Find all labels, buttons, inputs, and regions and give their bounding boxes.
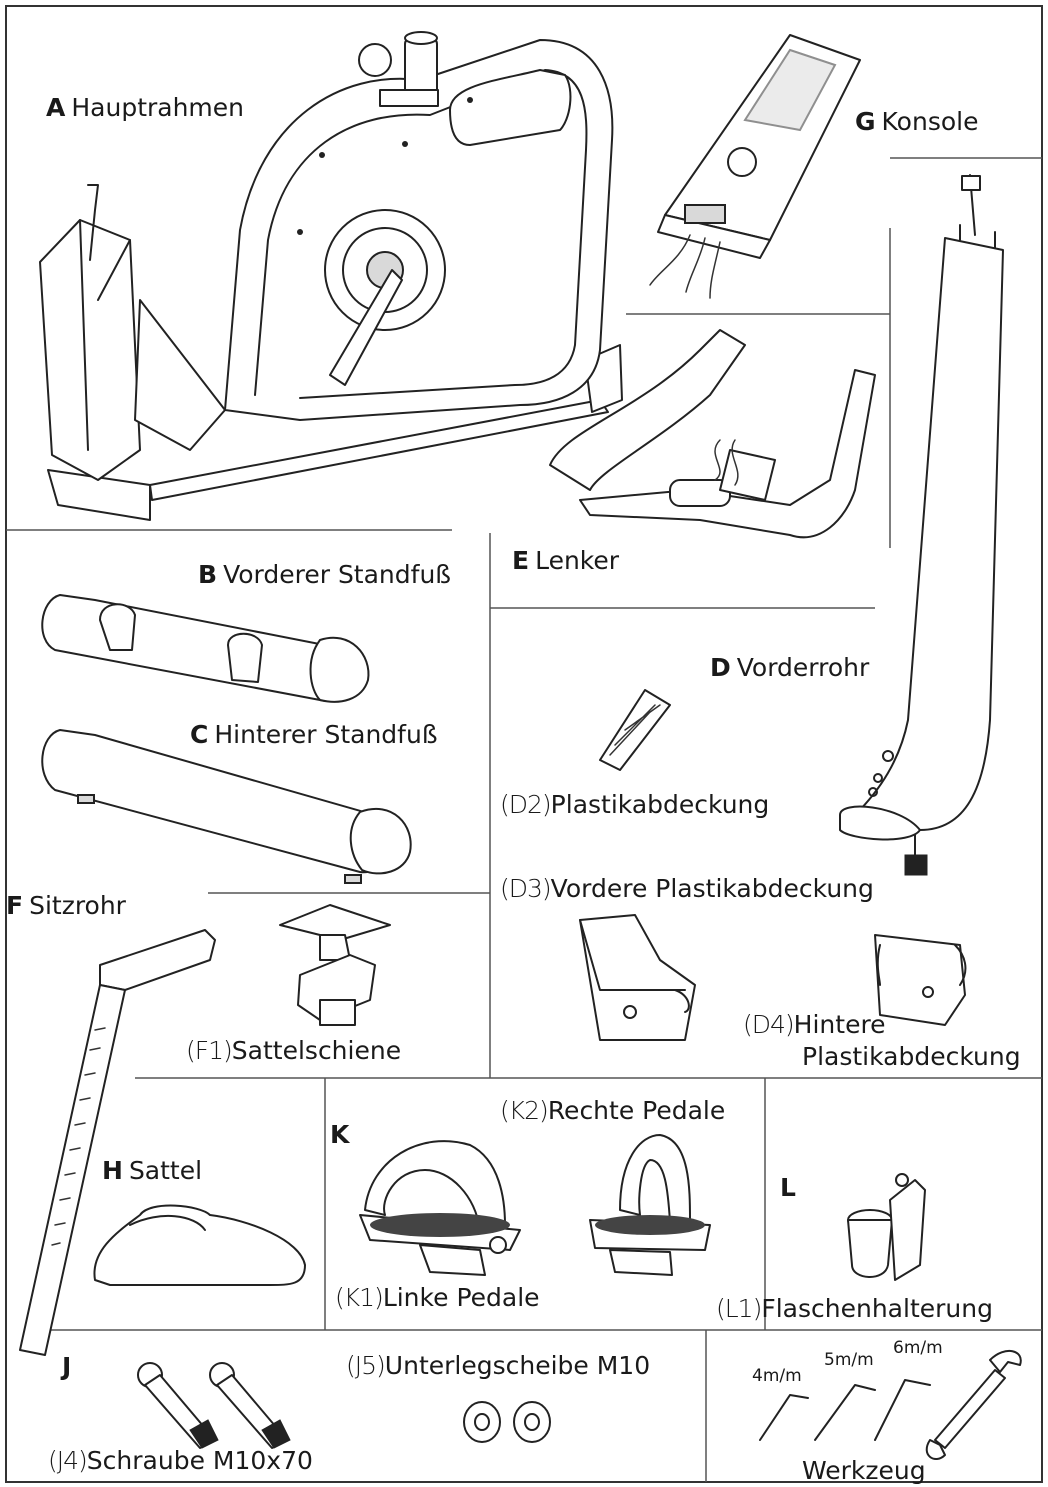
part-e-name: Lenker (535, 546, 620, 575)
part-d4-label: (D4)Hintere (743, 1012, 886, 1037)
saddle-rail-drawing (279, 904, 391, 1026)
saddle-drawing (93, 1204, 306, 1286)
part-l1-code: (L1) (716, 1294, 762, 1323)
part-e-letter: E (512, 546, 530, 575)
part-b-name: Vorderer Standfuß (223, 560, 452, 589)
front-foot-drawing (41, 594, 370, 703)
part-d-letter: D (710, 653, 731, 682)
part-k1-label: (K1)Linke Pedale (335, 1285, 540, 1310)
part-d2-label: (D2)Plastikabdeckung (500, 792, 769, 817)
tools-drawing (759, 1350, 1022, 1460)
tool-size-6: 6m/m (893, 1338, 943, 1358)
part-a-letter: A (46, 93, 66, 122)
part-k2-label: (K2)Rechte Pedale (500, 1098, 725, 1123)
part-d3-label: (D3)Vordere Plastikabdeckung (500, 876, 874, 901)
tool-size-5: 5m/m (824, 1350, 874, 1370)
sheet-border (5, 5, 1043, 1483)
part-d4-name-line2: Plastikabdeckung (802, 1042, 1021, 1071)
part-j-letter: J (62, 1352, 72, 1381)
part-j5-code: (J5) (346, 1351, 386, 1380)
part-h-name: Sattel (128, 1156, 203, 1185)
part-c-letter: C (190, 720, 209, 749)
part-f-name: Sitzrohr (29, 891, 126, 920)
plastic-cover-drawing (599, 689, 671, 771)
part-g-letter: G (855, 107, 876, 136)
part-f1-name: Sattelschiene (231, 1036, 402, 1065)
front-tube-drawing (839, 174, 1004, 876)
bottle-holder-drawing (847, 1173, 926, 1281)
part-d3-name: Vordere Plastikabdeckung (550, 874, 874, 903)
part-b-letter: B (198, 560, 218, 589)
main-frame-drawing (39, 31, 623, 521)
part-h-letter: H (102, 1156, 123, 1185)
part-d2-code: (D2) (500, 790, 552, 819)
part-l-letter: L (780, 1173, 796, 1202)
part-d2-name: Plastikabdeckung (550, 790, 770, 819)
part-j5-name: Unterlegscheibe M10 (384, 1351, 651, 1380)
part-k2-name: Rechte Pedale (547, 1096, 726, 1125)
part-f-letter: F (6, 891, 24, 920)
part-l1-name: Flaschenhalterung (761, 1294, 993, 1323)
part-k-letter: K (330, 1120, 350, 1149)
bolt-drawing (137, 1362, 291, 1449)
tool-size-4: 4m/m (752, 1366, 802, 1386)
part-k1-name: Linke Pedale (382, 1283, 540, 1312)
part-f1-label: (F1)Sattelschiene (186, 1038, 401, 1063)
part-j4-code: (J4) (48, 1446, 88, 1475)
tools-title: Werkzeug (802, 1456, 926, 1485)
section-dividers (6, 157, 1042, 1482)
part-d-name: Vorderrohr (736, 653, 870, 682)
console-drawing (649, 34, 861, 299)
part-g-name: Konsole (881, 107, 979, 136)
part-k1-code: (K1) (335, 1283, 384, 1312)
part-l1-label: (L1)Flaschenhalterung (716, 1296, 993, 1321)
part-k2-code: (K2) (500, 1096, 549, 1125)
part-l-label: L (780, 1175, 802, 1200)
rear-foot-drawing (41, 729, 412, 884)
part-k-label: K (330, 1122, 355, 1147)
right-pedal-drawing (589, 1134, 711, 1276)
part-j4-name: Schraube M10x70 (86, 1446, 313, 1475)
part-d3-code: (D3) (500, 874, 552, 903)
part-j5-label: (J5)Unterlegscheibe M10 (346, 1353, 650, 1378)
part-a-name: Hauptrahmen (71, 93, 245, 122)
handlebar-drawing (549, 329, 876, 539)
part-d4-name-line1: Hintere (793, 1010, 886, 1039)
seat-tube-drawing (19, 929, 216, 1356)
part-j-label: J (62, 1354, 77, 1379)
part-c-name: Hinterer Standfuß (214, 720, 438, 749)
part-j4-label: (J4)Schraube M10x70 (48, 1448, 313, 1473)
washer-drawing (463, 1401, 551, 1443)
part-d4-label-line2: Plastikabdeckung (802, 1044, 1021, 1069)
front-cover-drawing (579, 914, 696, 1041)
part-f1-code: (F1) (186, 1036, 233, 1065)
rear-cover-drawing (874, 934, 967, 1026)
part-d4-code: (D4) (743, 1010, 795, 1039)
left-pedal-drawing (359, 1140, 521, 1276)
